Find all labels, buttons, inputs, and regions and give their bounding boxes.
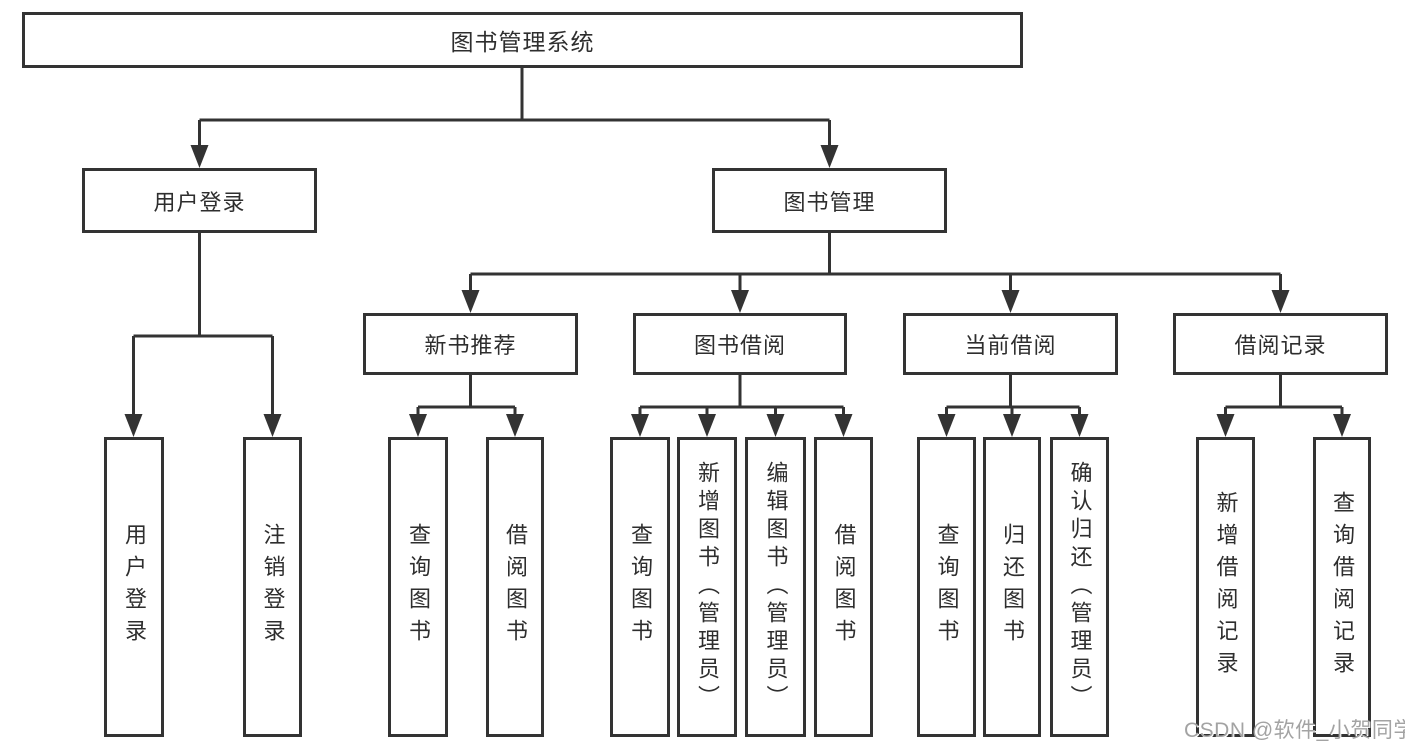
leaf-label: 注销登录 xyxy=(260,523,286,651)
leaf-logout: 注销登录 xyxy=(243,437,302,737)
leaf-return-books: 归还图书 xyxy=(983,437,1041,737)
leaf-label: 查询借阅记录 xyxy=(1330,491,1355,683)
leaf-label: 确认归还（管理员） xyxy=(1067,461,1093,713)
node-book-borrow: 图书借阅 xyxy=(633,313,847,375)
leaf-user-login: 用户登录 xyxy=(104,437,164,737)
leaf-query-books-recommend: 查询图书 xyxy=(388,437,448,737)
leaf-query-books-current: 查询图书 xyxy=(917,437,976,737)
leaf-label: 用户登录 xyxy=(122,523,147,651)
leaf-label: 归还图书 xyxy=(1000,523,1025,651)
node-user-login: 用户登录 xyxy=(82,168,317,233)
leaf-add-books-admin: 新增图书（管理员） xyxy=(677,437,737,737)
leaf-label: 查询图书 xyxy=(934,523,960,651)
leaf-add-borrow-record: 新增借阅记录 xyxy=(1196,437,1255,737)
leaf-label: 查询图书 xyxy=(406,523,431,651)
leaf-label: 借阅图书 xyxy=(831,523,857,651)
leaf-label: 新增图书（管理员） xyxy=(695,461,720,713)
leaf-label: 编辑图书（管理员） xyxy=(763,461,789,713)
leaf-query-books-borrow: 查询图书 xyxy=(610,437,670,737)
node-book-management: 图书管理 xyxy=(712,168,947,233)
arrowhead-icons xyxy=(124,145,1351,437)
leaf-borrow-books: 借阅图书 xyxy=(814,437,873,737)
node-borrow-records: 借阅记录 xyxy=(1173,313,1388,375)
leaf-confirm-return-admin: 确认归还（管理员） xyxy=(1050,437,1109,737)
leaf-query-borrow-record: 查询借阅记录 xyxy=(1313,437,1371,737)
node-current-borrow: 当前借阅 xyxy=(903,313,1118,375)
node-new-book-recommend: 新书推荐 xyxy=(363,313,578,375)
leaf-label: 借阅图书 xyxy=(503,523,528,651)
leaf-label: 查询图书 xyxy=(628,523,653,651)
watermark: CSDN @软件_小贺同学 xyxy=(1184,719,1405,742)
leaf-label: 新增借阅记录 xyxy=(1213,491,1239,683)
leaf-borrow-books-recommend: 借阅图书 xyxy=(486,437,544,737)
leaf-edit-books-admin: 编辑图书（管理员） xyxy=(745,437,806,737)
node-library-management-system: 图书管理系统 xyxy=(22,12,1023,68)
